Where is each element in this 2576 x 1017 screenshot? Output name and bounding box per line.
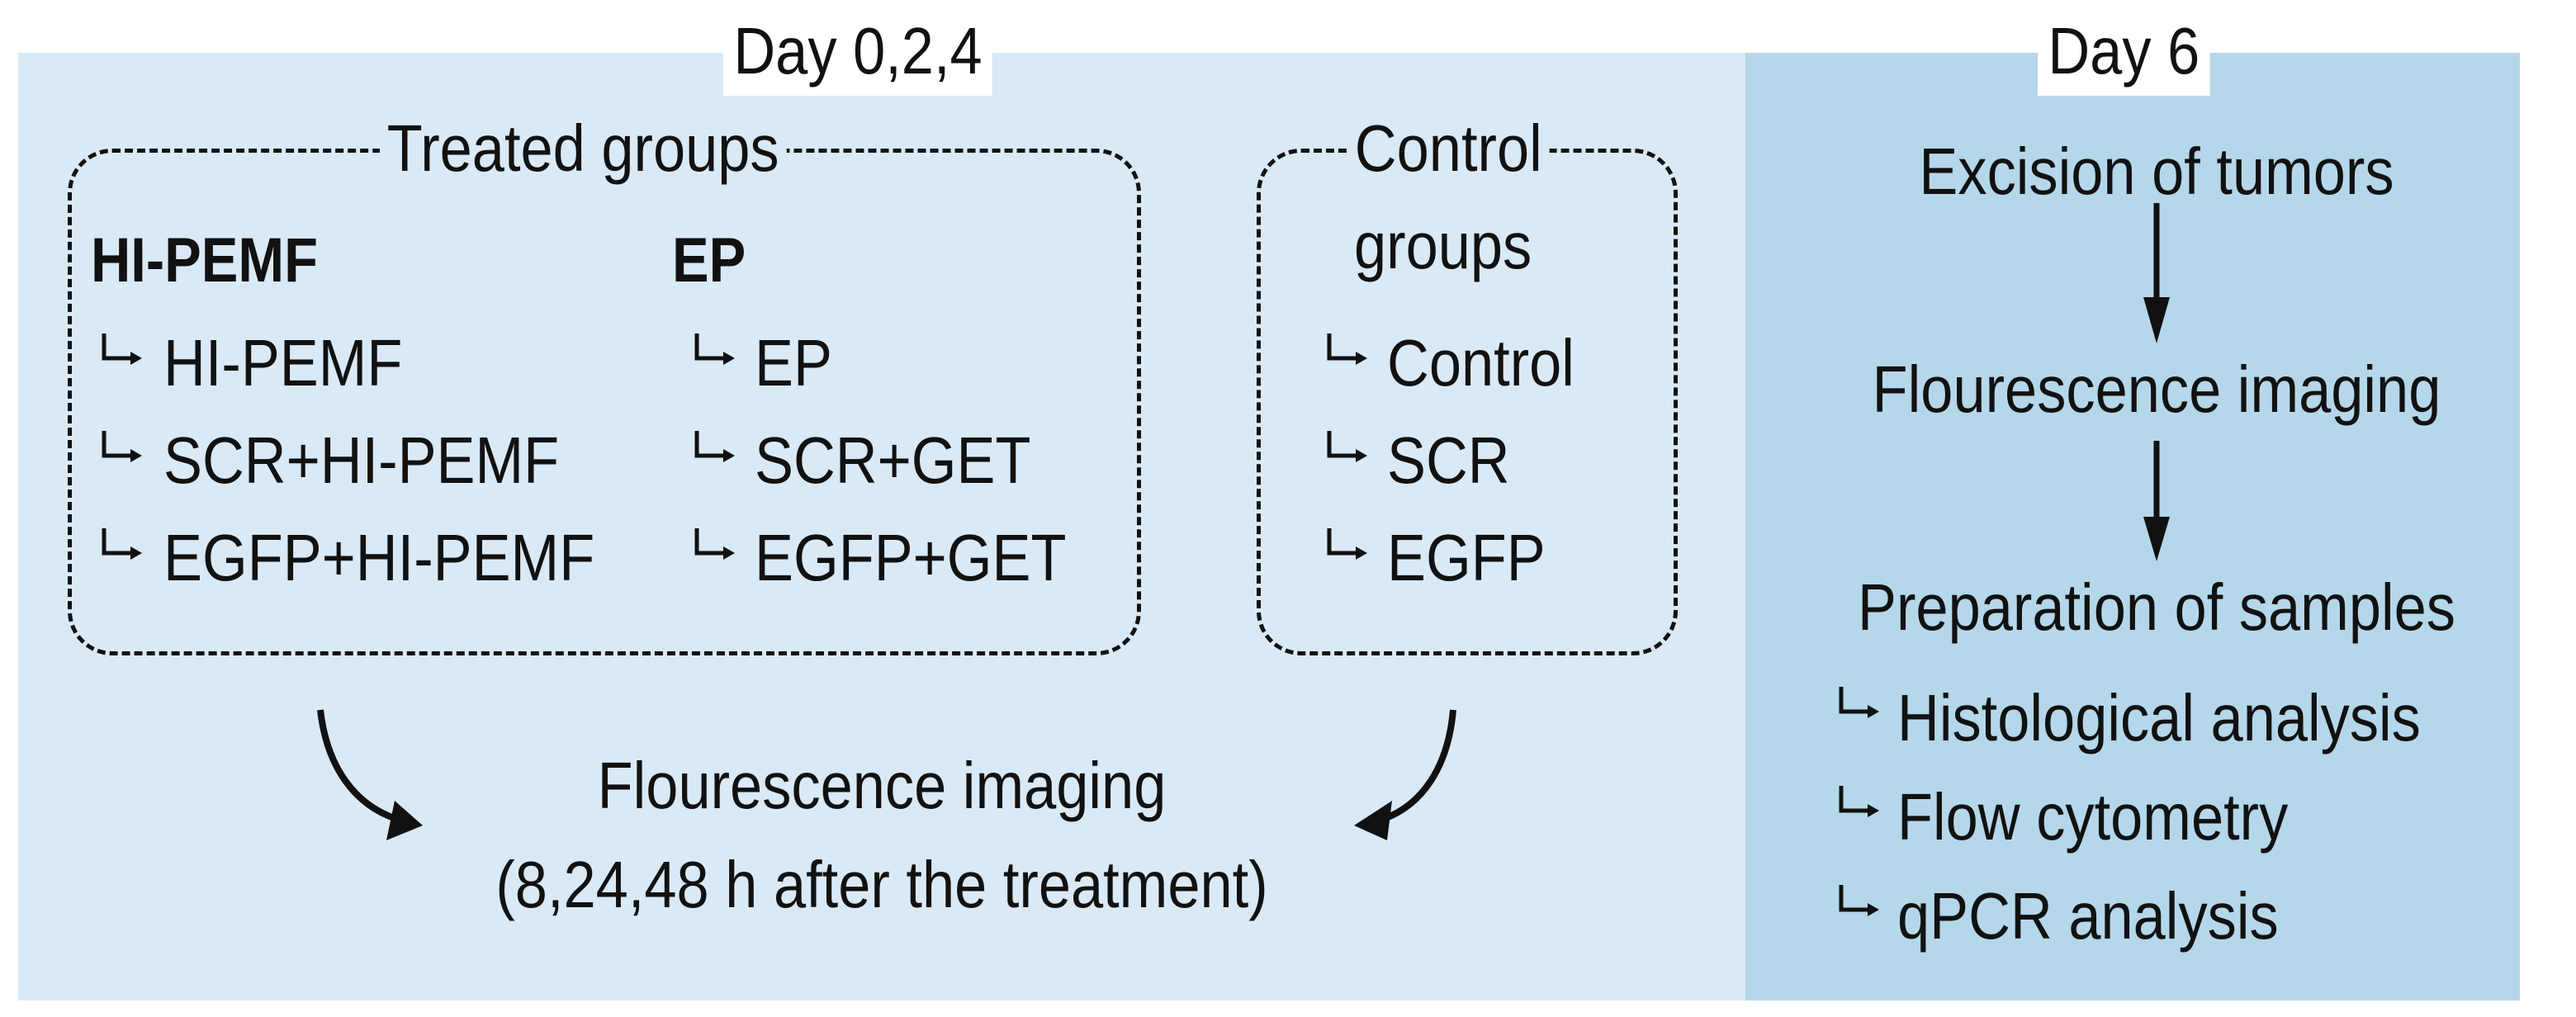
- hipemf-group-heading: HI-PEMF: [91, 225, 318, 296]
- sub-item-arrow-icon: [1323, 426, 1374, 477]
- sub-item-arrow-icon: [690, 523, 741, 575]
- sub-item-arrow-icon: [1323, 329, 1374, 380]
- control-item: Control: [1387, 326, 1574, 400]
- hipemf-item: HI-PEMF: [163, 326, 403, 400]
- control-groups-title-line2: groups: [1354, 209, 1532, 282]
- fluorescence-imaging-label: Flourescence imaging: [597, 749, 1167, 822]
- sub-item-arrow-icon: [690, 329, 741, 380]
- ep-item: EP: [755, 326, 832, 400]
- left-panel: [18, 53, 1745, 1000]
- ep-group-heading: EP: [672, 225, 746, 296]
- ep-item: EGFP+GET: [755, 521, 1067, 594]
- step-preparation-of-samples: Preparation of samples: [1858, 570, 2455, 644]
- day-label-6: Day 6: [2038, 5, 2210, 96]
- sub-item-arrow-icon: [97, 426, 149, 477]
- sub-item-arrow-icon: [690, 426, 741, 477]
- fluorescence-imaging-timing: (8,24,48 h after the treatment): [495, 848, 1268, 921]
- sub-item-arrow-icon: [1323, 523, 1374, 575]
- sub-item-arrow-icon: [1835, 781, 1886, 832]
- control-item: EGFP: [1387, 521, 1546, 594]
- sub-item-arrow-icon: [1835, 682, 1886, 733]
- sub-item-arrow-icon: [1835, 880, 1886, 931]
- day-label-0-2-4: Day 0,2,4: [723, 5, 992, 96]
- step-fluorescence-imaging: Flourescence imaging: [1872, 352, 2441, 426]
- sub-item-arrow-icon: [97, 329, 149, 380]
- sub-item-arrow-icon: [97, 523, 149, 575]
- control-item: SCR: [1387, 423, 1510, 497]
- ep-item: SCR+GET: [755, 423, 1031, 497]
- treated-groups-title: Treated groups: [380, 116, 787, 182]
- analysis-item: Flow cytometry: [1897, 780, 2289, 854]
- analysis-item: qPCR analysis: [1897, 879, 2279, 953]
- step-excision-of-tumors: Excision of tumors: [1919, 135, 2394, 208]
- control-groups-title-line1: Control: [1347, 116, 1550, 182]
- analysis-item: Histological analysis: [1897, 681, 2421, 754]
- hipemf-item: EGFP+HI-PEMF: [163, 521, 595, 594]
- hipemf-item: SCR+HI-PEMF: [163, 423, 560, 497]
- right-panel: [1745, 53, 2520, 1000]
